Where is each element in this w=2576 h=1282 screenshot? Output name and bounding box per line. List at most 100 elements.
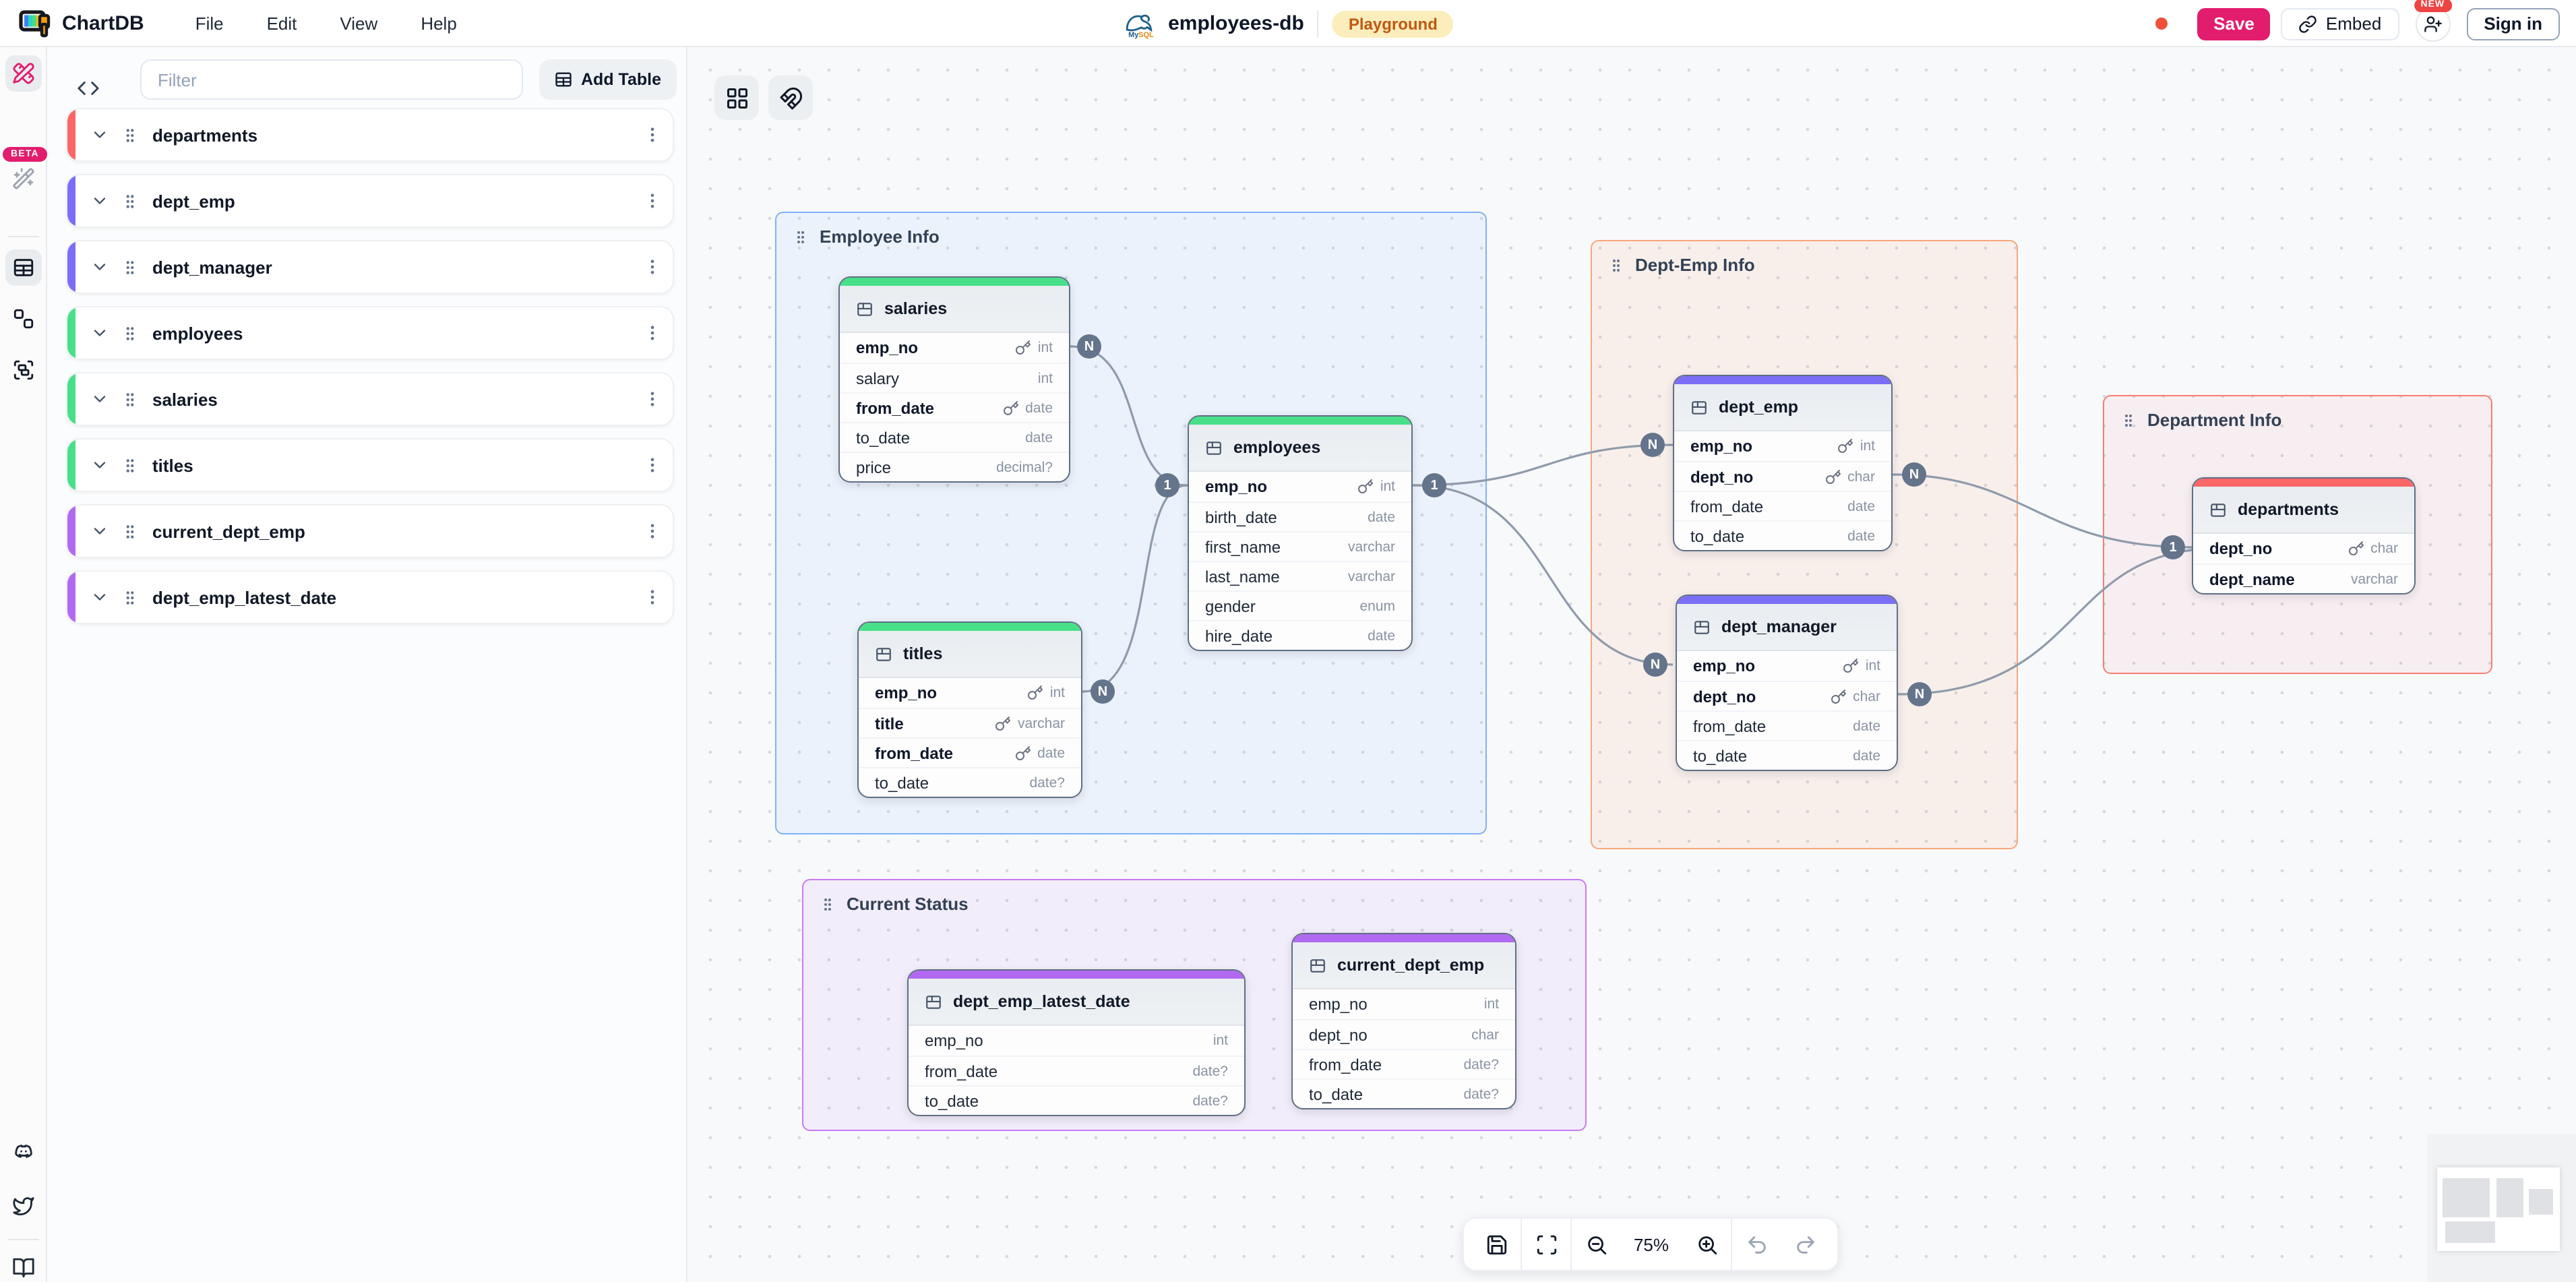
zoom-level[interactable]: 75% xyxy=(1633,1234,1669,1254)
field-dept_emp_latest_date-from_date[interactable]: from_date date? xyxy=(909,1056,1244,1085)
field-employees-first_name[interactable]: first_name varchar xyxy=(1189,531,1411,561)
drag-grip-icon[interactable] xyxy=(121,390,139,408)
diagram-table-departments[interactable]: departments dept_no char dept_name varch… xyxy=(2192,477,2416,594)
field-dept_manager-emp_no[interactable]: emp_no int xyxy=(1677,651,1897,681)
diagram-editor-button[interactable] xyxy=(5,55,42,92)
docs-button[interactable] xyxy=(5,1250,42,1282)
chevron-down-icon[interactable] xyxy=(90,588,109,607)
diagram-table-salaries[interactable]: salaries emp_no int salary int from_date… xyxy=(838,276,1070,483)
drag-grip-icon[interactable] xyxy=(121,522,139,540)
field-current_dept_emp-emp_no[interactable]: emp_no int xyxy=(1293,989,1515,1019)
drag-grip-icon[interactable] xyxy=(121,324,139,342)
field-salaries-emp_no[interactable]: emp_no int xyxy=(840,333,1069,363)
drag-grip-icon[interactable] xyxy=(121,192,139,210)
chevron-down-icon[interactable] xyxy=(90,456,109,475)
menu-file[interactable]: File xyxy=(195,13,224,33)
table-header[interactable]: dept_manager xyxy=(1677,604,1897,651)
table-header[interactable]: employees xyxy=(1189,425,1411,472)
drag-grip-icon[interactable] xyxy=(1608,257,1624,273)
chevron-down-icon[interactable] xyxy=(90,390,109,408)
fit-view-button[interactable] xyxy=(1522,1217,1570,1271)
save-diagram-button[interactable] xyxy=(1472,1217,1521,1271)
drag-grip-icon[interactable] xyxy=(793,228,809,245)
sidebar-table-salaries[interactable]: salaries xyxy=(66,372,674,426)
sidebar-table-titles[interactable]: titles xyxy=(66,438,674,492)
drag-grip-icon[interactable] xyxy=(121,258,139,276)
table-header[interactable]: salaries xyxy=(840,286,1069,333)
diagram-table-employees[interactable]: employees emp_no int birth_date date fir… xyxy=(1188,415,1413,651)
show-all-button[interactable] xyxy=(714,75,759,120)
drag-grip-icon[interactable] xyxy=(121,588,139,606)
field-employees-last_name[interactable]: last_name varchar xyxy=(1189,561,1411,590)
field-employees-birth_date[interactable]: birth_date date xyxy=(1189,501,1411,531)
sidebar-table-dept_emp[interactable]: dept_emp xyxy=(66,174,674,228)
sidebar-table-departments[interactable]: departments xyxy=(66,108,674,162)
field-titles-title[interactable]: title varchar xyxy=(859,708,1081,737)
sidebar-table-current_dept_emp[interactable]: current_dept_emp xyxy=(66,504,674,558)
sidebar-table-dept_emp_latest_date[interactable]: dept_emp_latest_date xyxy=(66,570,674,624)
diagram-name[interactable]: employees-db xyxy=(1168,12,1304,35)
field-dept_emp-from_date[interactable]: from_date date xyxy=(1674,491,1891,520)
minimap[interactable] xyxy=(2428,1134,2576,1282)
chevron-down-icon[interactable] xyxy=(90,257,109,276)
table-header[interactable]: departments xyxy=(2193,487,2414,534)
kebab-menu-icon[interactable] xyxy=(643,257,662,276)
zoom-out-button[interactable] xyxy=(1572,1217,1620,1271)
chevron-down-icon[interactable] xyxy=(90,125,109,144)
drag-grip-icon[interactable] xyxy=(121,126,139,144)
twitter-button[interactable] xyxy=(5,1188,42,1224)
chevron-down-icon[interactable] xyxy=(90,324,109,342)
field-titles-to_date[interactable]: to_date date? xyxy=(859,767,1081,797)
sidebar-table-employees[interactable]: employees xyxy=(66,306,674,360)
brand[interactable]: ChartDB xyxy=(0,8,144,38)
undo-button[interactable] xyxy=(1732,1217,1781,1271)
table-header[interactable]: titles xyxy=(859,631,1081,678)
zoom-in-button[interactable] xyxy=(1682,1217,1731,1271)
field-salaries-to_date[interactable]: to_date date xyxy=(840,422,1069,452)
tables-tool-button[interactable] xyxy=(5,249,42,286)
menu-edit[interactable]: Edit xyxy=(266,13,297,33)
add-table-button[interactable]: Add Table xyxy=(539,59,676,100)
diagram-table-dept_emp_latest_date[interactable]: dept_emp_latest_date emp_no int from_dat… xyxy=(907,969,1246,1116)
kebab-menu-icon[interactable] xyxy=(643,456,662,475)
field-current_dept_emp-from_date[interactable]: from_date date? xyxy=(1293,1049,1515,1078)
field-titles-emp_no[interactable]: emp_no int xyxy=(859,678,1081,708)
relationships-tool-button[interactable] xyxy=(5,301,42,337)
field-dept_emp_latest_date-to_date[interactable]: to_date date? xyxy=(909,1085,1244,1115)
diagram-table-titles[interactable]: titles emp_no int title varchar from_dat… xyxy=(857,621,1082,798)
kebab-menu-icon[interactable] xyxy=(643,324,662,342)
areas-tool-button[interactable] xyxy=(5,352,42,388)
field-titles-from_date[interactable]: from_date date xyxy=(859,737,1081,767)
field-dept_emp-dept_no[interactable]: dept_no char xyxy=(1674,461,1891,491)
save-button[interactable]: Save xyxy=(2197,7,2271,40)
drag-grip-icon[interactable] xyxy=(2120,412,2137,428)
table-header[interactable]: dept_emp_latest_date xyxy=(909,979,1244,1026)
field-departments-dept_name[interactable]: dept_name varchar xyxy=(2193,563,2414,593)
field-salaries-from_date[interactable]: from_date date xyxy=(840,392,1069,422)
field-dept_manager-from_date[interactable]: from_date date xyxy=(1677,710,1897,740)
magic-wand-button[interactable] xyxy=(5,160,42,197)
diagram-table-dept_manager[interactable]: dept_manager emp_no int dept_no char fro… xyxy=(1676,594,1898,771)
snap-magnet-button[interactable] xyxy=(768,75,813,120)
discord-button[interactable] xyxy=(5,1134,42,1170)
field-current_dept_emp-to_date[interactable]: to_date date? xyxy=(1293,1078,1515,1108)
drag-grip-icon[interactable] xyxy=(820,896,836,912)
field-dept_emp-to_date[interactable]: to_date date xyxy=(1674,520,1891,550)
table-header[interactable]: current_dept_emp xyxy=(1293,942,1515,989)
table-header[interactable]: dept_emp xyxy=(1674,384,1891,431)
kebab-menu-icon[interactable] xyxy=(643,191,662,210)
sidebar-table-dept_manager[interactable]: dept_manager xyxy=(66,240,674,294)
field-dept_emp-emp_no[interactable]: emp_no int xyxy=(1674,431,1891,461)
field-dept_emp_latest_date-emp_no[interactable]: emp_no int xyxy=(909,1026,1244,1056)
redo-button[interactable] xyxy=(1781,1217,1829,1271)
sign-in-button[interactable]: Sign in xyxy=(2466,7,2560,40)
field-employees-emp_no[interactable]: emp_no int xyxy=(1189,472,1411,501)
field-salaries-salary[interactable]: salary int xyxy=(840,363,1069,392)
embed-button[interactable]: Embed xyxy=(2281,7,2399,40)
kebab-menu-icon[interactable] xyxy=(643,125,662,144)
field-dept_manager-to_date[interactable]: to_date date xyxy=(1677,740,1897,770)
kebab-menu-icon[interactable] xyxy=(643,522,662,541)
drag-grip-icon[interactable] xyxy=(121,456,139,474)
kebab-menu-icon[interactable] xyxy=(643,390,662,408)
kebab-menu-icon[interactable] xyxy=(643,588,662,607)
